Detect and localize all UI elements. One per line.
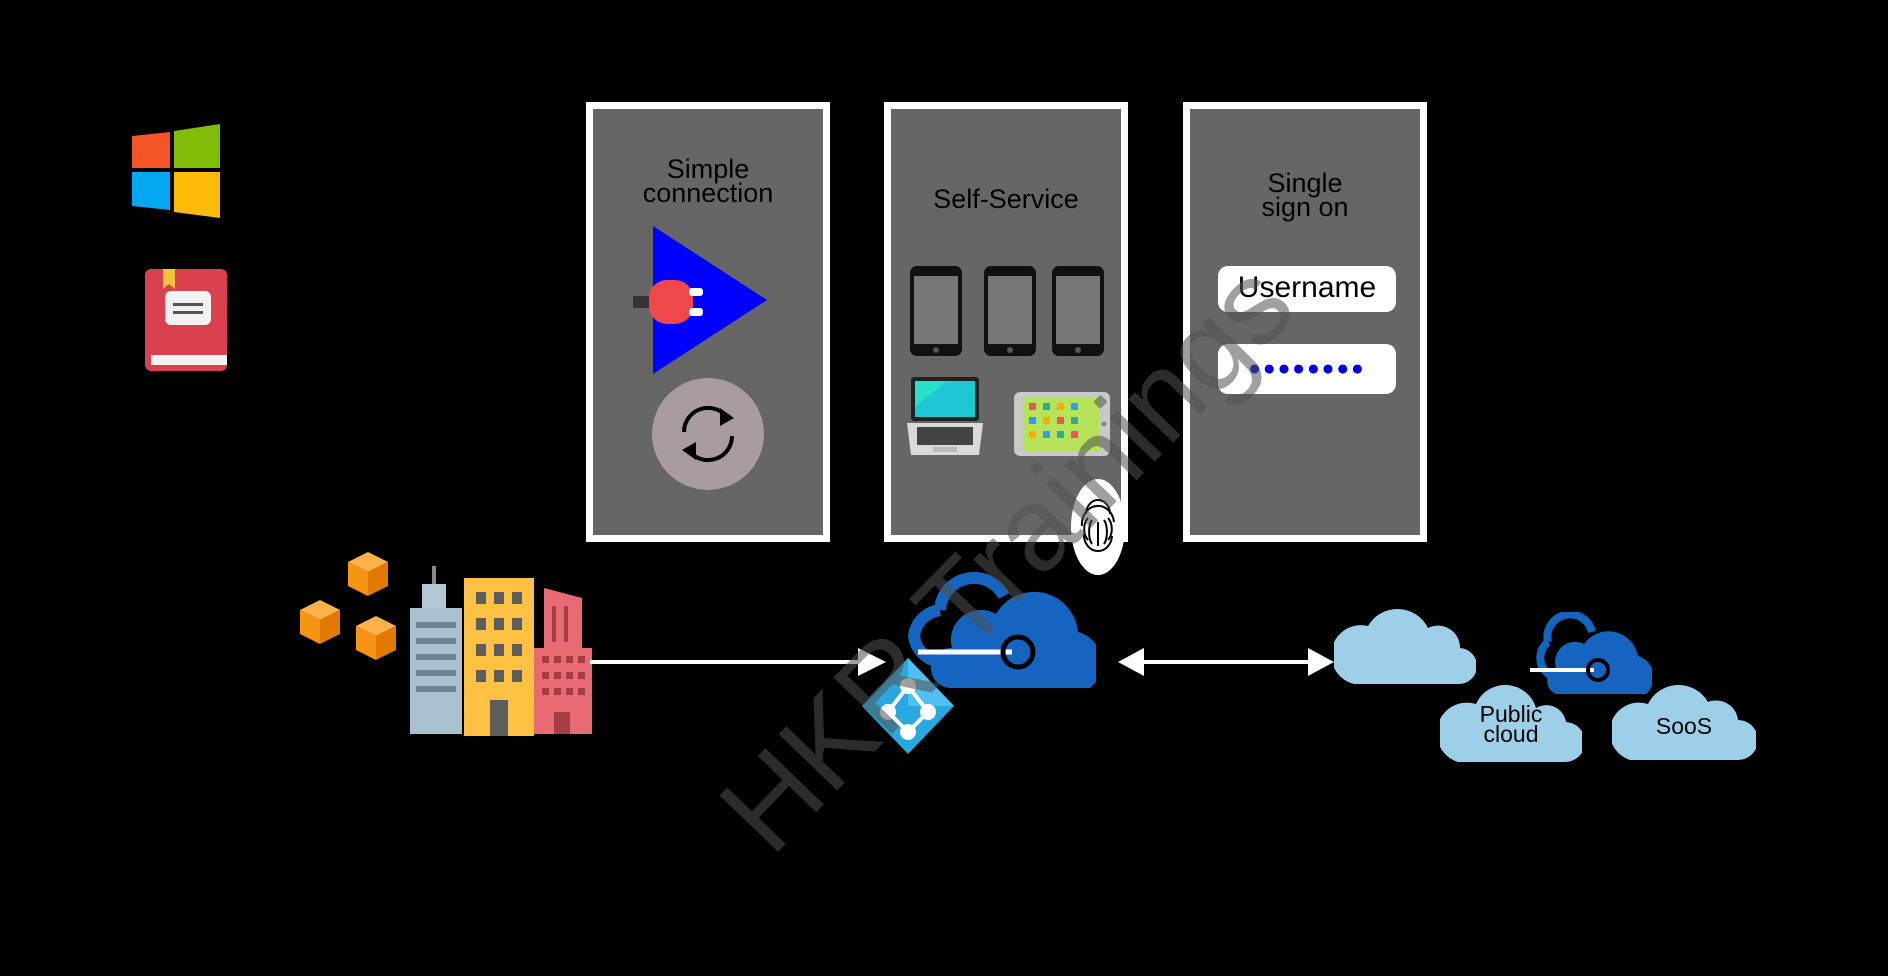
windows-logo-icon <box>132 124 220 218</box>
phone-icon <box>984 266 1036 356</box>
cube-icon <box>300 600 340 644</box>
bidirectional-arrow <box>1118 648 1334 676</box>
azure-active-directory-icon <box>862 658 954 754</box>
plug-connector-icon <box>633 226 767 374</box>
saas-cloud: SooS <box>1612 672 1756 762</box>
phone-icon <box>910 266 962 356</box>
password-dots: ●●●●●●●● <box>1248 357 1366 380</box>
book-icon <box>145 269 227 371</box>
single-sign-on-title: Single sign on <box>1261 168 1349 222</box>
tablet-icon <box>1014 392 1110 456</box>
self-service-panel: Self-Service <box>884 102 1128 542</box>
cloud-icon <box>1612 684 1756 760</box>
single-sign-on-panel: Single sign on Username ●●●●●●●● <box>1183 102 1427 542</box>
simple-connection-panel: Simple connection <box>586 102 830 542</box>
azure-cloud-small-icon <box>1530 612 1652 694</box>
saas-label: SooS <box>1655 713 1713 739</box>
simple-connection-title: Simple connection <box>642 154 774 208</box>
azure-cloud-icon <box>907 571 1096 688</box>
cloud-icon <box>1440 684 1582 763</box>
cloud-icon <box>1334 608 1476 685</box>
laptop-icon <box>907 377 983 455</box>
fingerprint-icon <box>1071 479 1125 575</box>
connection-arrow <box>590 648 886 676</box>
phone-icon <box>1052 266 1104 356</box>
self-service-title: Self-Service <box>933 184 1079 214</box>
password-field: ●●●●●●●● <box>1218 344 1396 394</box>
username-label: Username <box>1237 271 1377 304</box>
cube-icon <box>348 552 388 596</box>
cube-icon <box>356 616 396 660</box>
on-premises-buildings-icon <box>300 552 592 736</box>
sync-icon <box>652 378 764 490</box>
public-cloud: Public cloud <box>1440 674 1582 764</box>
username-field: Username <box>1218 266 1396 312</box>
public-cloud-label: Public cloud <box>1479 701 1543 747</box>
